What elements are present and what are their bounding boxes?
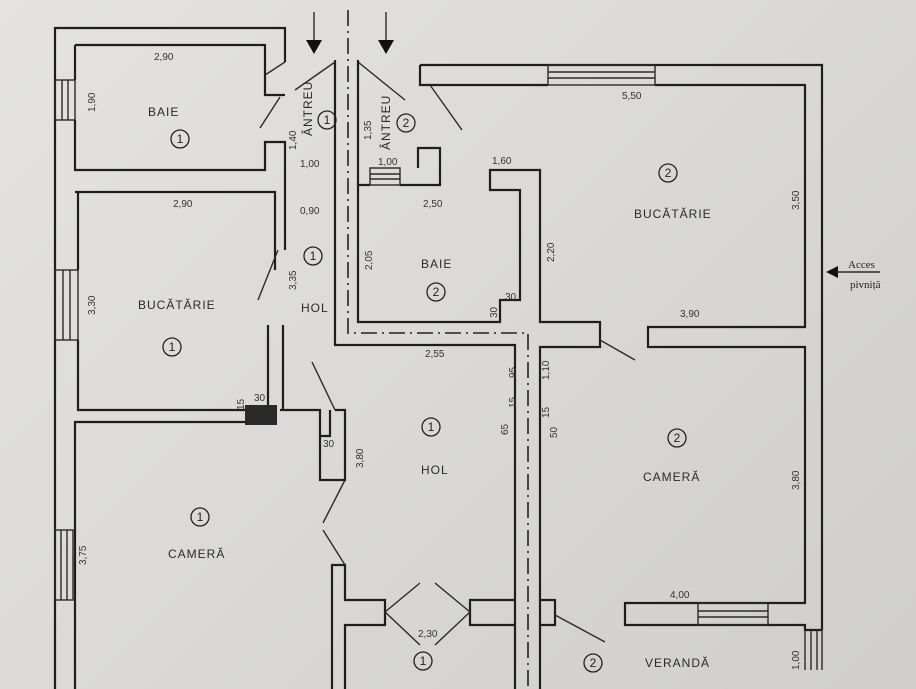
dimension: 65 — [500, 423, 511, 435]
dimension: 15 — [541, 406, 552, 418]
unit-number: 2 — [433, 285, 440, 299]
dimension: 1,10 — [541, 360, 552, 380]
unit-number: 1 — [324, 113, 331, 127]
unit-number: 1 — [169, 340, 176, 354]
dimension: 3,35 — [288, 270, 299, 290]
dimension: 2,50 — [423, 199, 443, 210]
dimension: 1,60 — [492, 156, 512, 167]
unit-number: 2 — [403, 116, 410, 130]
dimension: 4,00 — [670, 590, 690, 601]
entry-arrow-1 — [306, 12, 322, 54]
dimension: 3,50 — [791, 190, 802, 210]
unit-number: 2 — [674, 431, 681, 445]
property-division-axis — [347, 10, 529, 689]
dimension: 3,80 — [791, 470, 802, 490]
dimension: 2,55 — [425, 349, 445, 360]
dimension: 2,20 — [546, 242, 557, 262]
dimension: 2,90 — [154, 52, 174, 63]
dimension: 30 — [254, 393, 266, 404]
dimension: 1,00 — [300, 159, 320, 170]
unit-number: 1 — [310, 249, 317, 263]
dimension: 5,50 — [622, 91, 642, 102]
note-pivnita: pivniță — [850, 279, 881, 291]
chimney — [245, 405, 277, 425]
room-label-hol-1: HOL — [421, 463, 449, 477]
walls-baie-2 — [356, 146, 602, 689]
dimension: 95 — [508, 366, 519, 378]
walls-apartment-1 — [53, 26, 515, 689]
note-acces: Acces — [848, 259, 875, 271]
room-label-antreu-2: ÂNTREU — [378, 95, 393, 150]
unit-number: 2 — [590, 656, 597, 670]
dimension: 2,05 — [364, 250, 375, 270]
dimension: 30 — [489, 306, 500, 318]
room-label-camera-2: CAMERĂ — [643, 469, 700, 484]
dimension: 1,00 — [791, 650, 802, 670]
room-label-baie-1: BAIE — [148, 105, 179, 119]
door-swings — [257, 61, 636, 646]
dimension: 50 — [549, 426, 560, 438]
dimension: 0,90 — [300, 206, 320, 217]
central-wall — [333, 60, 517, 689]
dimension: 15 — [508, 396, 519, 408]
dimension: 30 — [323, 439, 335, 450]
dimension: 15 — [236, 398, 247, 410]
dimension: 1,00 — [378, 157, 398, 168]
dimension: 3,75 — [78, 545, 89, 565]
dimension: 3,90 — [680, 309, 700, 320]
cellar-access-arrow — [826, 266, 880, 278]
room-label-bucatarie-2: BUCĂTĂRIE — [634, 206, 712, 221]
walls-apartment-2 — [418, 63, 824, 670]
dimension: 2,90 — [173, 199, 193, 210]
room-label-bucatarie-1: BUCĂTĂRIE — [138, 297, 216, 312]
dimension: 1,35 — [363, 120, 374, 140]
dimension: 1,90 — [87, 92, 98, 112]
room-label-camera-1: CAMERĂ — [168, 546, 225, 561]
entry-arrow-2 — [378, 12, 394, 54]
dimension: 2,30 — [418, 629, 438, 640]
unit-number: 1 — [428, 420, 435, 434]
unit-number: 1 — [197, 510, 204, 524]
dimension: 3,80 — [355, 448, 366, 468]
unit-number: 1 — [177, 132, 184, 146]
dimension: 30 — [505, 292, 517, 303]
unit-number: 1 — [420, 654, 427, 668]
room-label-baie-2: BAIE — [421, 257, 452, 271]
dimension: 1,40 — [288, 130, 299, 150]
room-label-veranda: VERANDĂ — [645, 655, 710, 670]
room-label-hol-1-top: HOL — [301, 301, 329, 315]
room-label-antreu-1: ÂNTREU — [300, 81, 315, 136]
dimension: 3,30 — [87, 295, 98, 315]
unit-number: 2 — [665, 166, 672, 180]
